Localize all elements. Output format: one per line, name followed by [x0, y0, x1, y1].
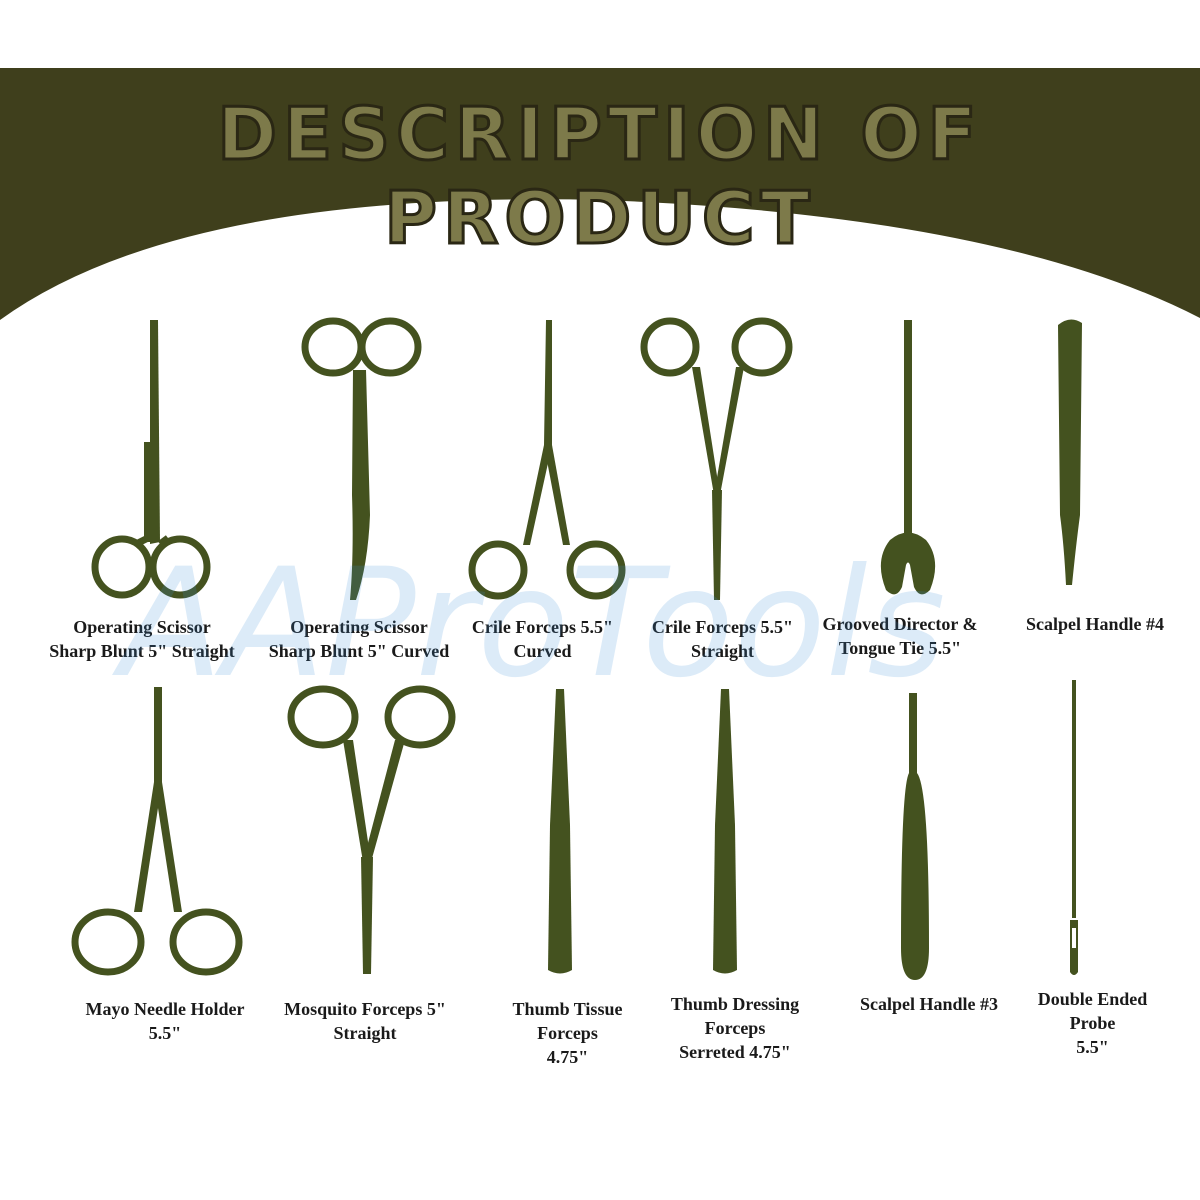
double-ended-probe-image: [1070, 680, 1078, 975]
tool-label-double-ended-probe: Double Ended Probe 5.5": [1037, 989, 1148, 1057]
tool-label-scalpel-handle-4: Scalpel Handle #4: [1025, 614, 1164, 634]
crile-forceps-straight-image: [640, 317, 793, 600]
operating-scissor-curved-image: [301, 317, 422, 600]
operating-scissor-straight-image: [91, 320, 211, 599]
tool-label-scalpel-handle-3: Scalpel Handle #3: [859, 994, 998, 1014]
mayo-needle-holder-image: [71, 687, 243, 976]
tool-label-crile-forceps-straight: Crile Forceps 5.5" Straight: [651, 617, 794, 661]
tool-label-grooved-director: Grooved Director & Tongue Tie 5.5": [822, 614, 978, 658]
tool-label-operating-scissor-straight: Operating Scissor Sharp Blunt 5" Straigh…: [49, 617, 235, 661]
tool-label-operating-scissor-curved: Operating Scissor Sharp Blunt 5" Curved: [268, 617, 450, 661]
crile-forceps-curved-image: [468, 320, 626, 600]
grooved-director-image: [880, 320, 936, 595]
thumb-dressing-forceps-image: [713, 689, 737, 974]
page-title: DESCRIPTION OF PRODUCT: [216, 91, 983, 262]
tool-label-mayo-needle-holder: Mayo Needle Holder 5.5": [85, 999, 245, 1043]
tool-label-mosquito-forceps: Mosquito Forceps 5" Straight: [284, 999, 446, 1043]
mosquito-forceps-image: [287, 685, 456, 974]
scalpel-handle-3-image: [901, 693, 929, 980]
scalpel-handle-4-image: [1058, 319, 1082, 585]
tool-label-thumb-tissue-forceps: Thumb Tissue Forceps 4.75": [512, 999, 623, 1067]
thumb-tissue-forceps-image: [548, 689, 572, 974]
header-banner: [0, 68, 1200, 320]
tool-label-crile-forceps-curved: Crile Forceps 5.5" Curved: [471, 617, 614, 661]
tool-label-thumb-dressing-forceps: Thumb Dressing Forceps Serreted 4.75": [670, 994, 800, 1062]
